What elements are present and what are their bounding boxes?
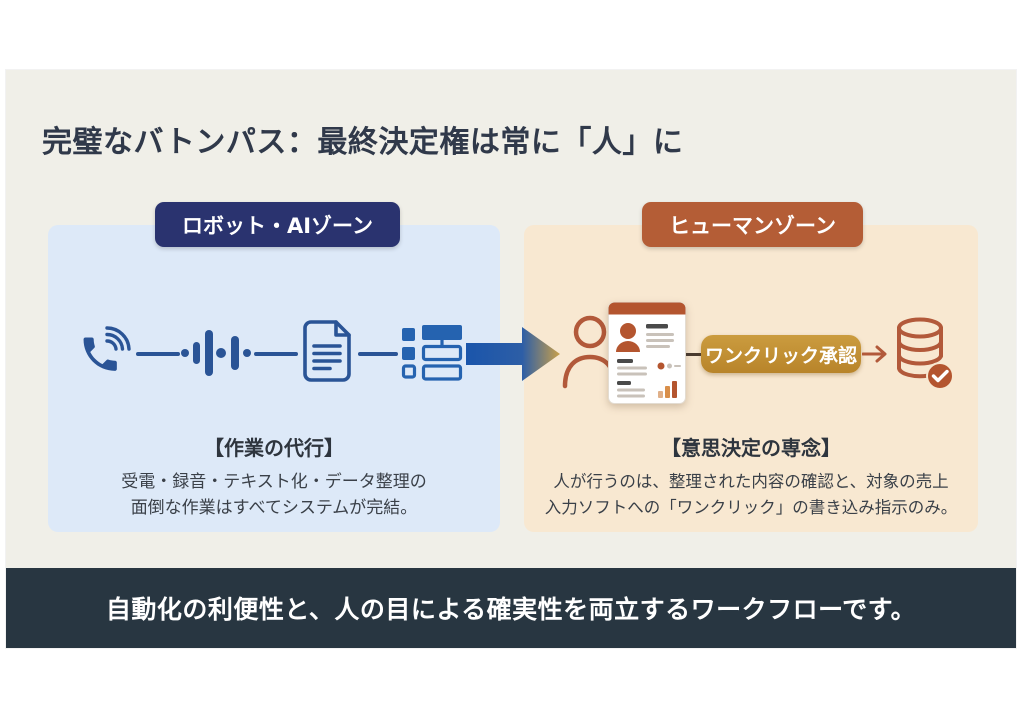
- flow-connector-line: [254, 352, 298, 356]
- footer-message: 自動化の利便性と、人の目による確実性を両立するワークフローです。: [105, 595, 917, 624]
- button-to-database-arrow: [862, 345, 887, 363]
- robot-zone-caption: 【作業の代行】 受電・録音・テキスト化・データ整理の 面倒な作業はすべてシステム…: [48, 432, 500, 521]
- footer-banner: 自動化の利便性と、人の目による確実性を両立するワークフローです。: [6, 568, 1016, 648]
- robot-zone-text-line2: 面倒な作業はすべてシステムが完結。: [130, 498, 418, 518]
- report-card-icon: [608, 302, 686, 404]
- human-zone-text-line1: 人が行うのは、整理された内容の確認と、対象の売上: [553, 472, 949, 491]
- human-zone-caption: 【意思決定の専念】 人が行うのは、整理された内容の確認と、対象の売上 入力ソフト…: [524, 432, 978, 521]
- waveform-icon: [181, 330, 251, 376]
- robot-zone-text-line1: 受電・録音・テキスト化・データ整理の: [121, 472, 427, 492]
- slide-title: 完璧なバトンパス：最終決定権は常に「人」に: [42, 125, 684, 160]
- flow-connector-line: [136, 352, 180, 356]
- human-zone-text-line2: 入力ソフトへの「ワンクリック」の書き込み指示のみ。: [544, 498, 958, 517]
- one-click-approve-button: ワンクリック承認: [701, 335, 861, 373]
- card-to-button-connector: [686, 353, 702, 356]
- human-zone-panel: [524, 225, 978, 532]
- human-zone-badge: ヒューマンゾーン: [642, 202, 863, 247]
- robot-ai-zone-badge: ロボット・AIゾーン: [155, 202, 400, 247]
- document-icon: [303, 320, 351, 382]
- phone-ring-icon: [83, 326, 131, 371]
- flow-connector-line: [358, 352, 398, 356]
- robot-zone-heading: 【作業の代行】: [204, 436, 344, 460]
- handoff-arrow: [466, 327, 560, 381]
- data-table-icon: [401, 325, 463, 381]
- human-zone-heading: 【意思決定の専念】: [661, 436, 841, 460]
- database-check-icon: [897, 317, 954, 390]
